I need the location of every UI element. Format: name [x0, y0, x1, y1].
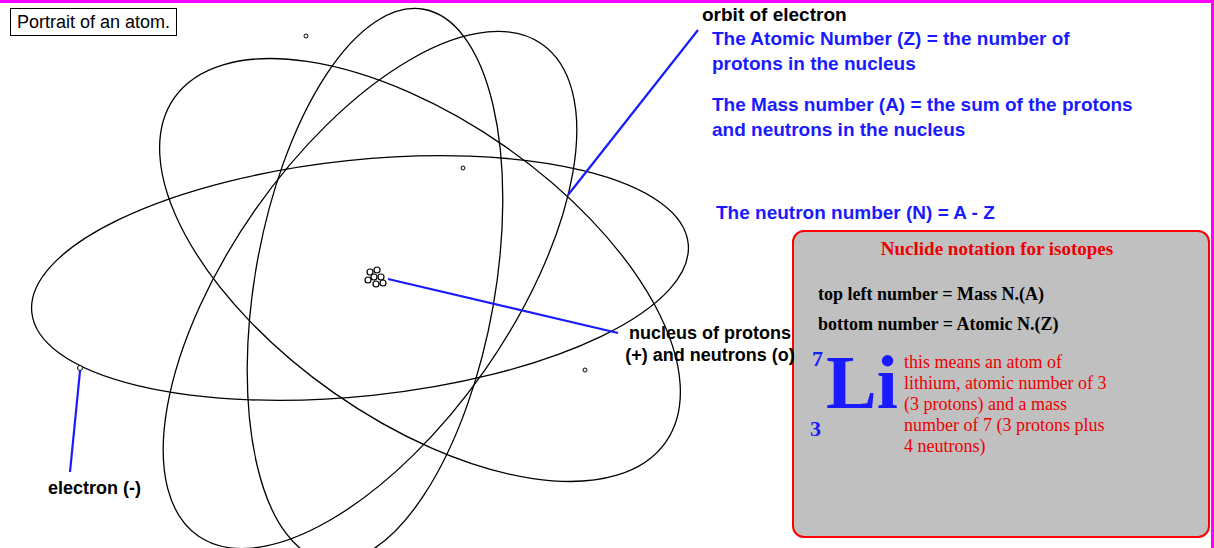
- electron-dot: [583, 368, 587, 372]
- title-text: Portrait of an atom.: [17, 11, 170, 33]
- electron-dot: [461, 166, 465, 170]
- mass-number: 7: [812, 348, 823, 370]
- definition-text: The Mass number (A) = the sum of the pro…: [712, 92, 1142, 142]
- frame-line: [1211, 0, 1214, 548]
- electron-orbit: [83, 0, 657, 548]
- panel-heading: Nuclide notation for isotopes: [794, 238, 1200, 260]
- callout-label: nucleus of protons (+) and neutrons (o): [622, 322, 798, 366]
- frame-line: [0, 0, 1214, 3]
- explanation-text: this means an atom of lithium, atomic nu…: [904, 352, 1116, 457]
- electron-orbit: [88, 0, 752, 548]
- leader-line: [568, 30, 698, 195]
- electron-orbit: [19, 126, 700, 430]
- panel-line: top left number = Mass N.(A): [818, 284, 1044, 305]
- definition-text: The neutron number (N) = A - Z: [716, 200, 1176, 225]
- callout-label: electron (-): [48, 478, 141, 499]
- electron-orbit: [208, 0, 542, 548]
- nucleus: [365, 267, 386, 287]
- electron-dot: [304, 34, 308, 38]
- element-symbol: Li: [826, 344, 898, 420]
- title-box: Portrait of an atom.: [10, 8, 177, 36]
- definition-text: The Atomic Number (Z) = the number of pr…: [712, 26, 1142, 76]
- leader-line: [70, 371, 80, 472]
- atomic-number: 3: [810, 418, 821, 440]
- panel-line: bottom number = Atomic N.(Z): [818, 314, 1058, 335]
- callout-label: orbit of electron: [702, 4, 847, 26]
- notation-panel: Nuclide notation for isotopes top left nu…: [792, 230, 1210, 538]
- electron-dot: [78, 366, 83, 371]
- leader-line: [388, 279, 618, 333]
